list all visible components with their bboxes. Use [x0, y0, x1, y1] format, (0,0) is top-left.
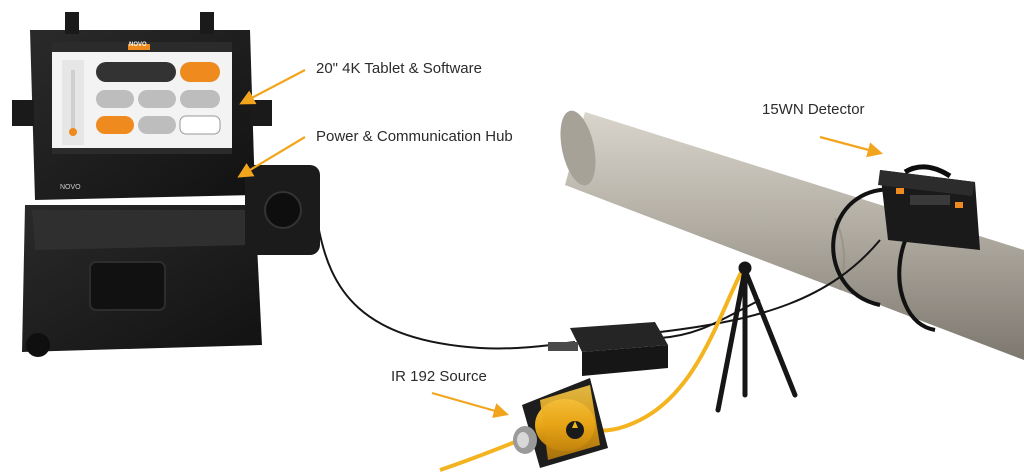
tablet-screen [52, 42, 232, 154]
hub-arrow [237, 136, 306, 178]
ir192-source [513, 378, 608, 468]
detector-arrow [819, 135, 883, 158]
black-cables [317, 224, 881, 350]
pipe [560, 110, 1024, 360]
callout-arrows [237, 69, 883, 419]
comm-box [548, 322, 668, 376]
yellow-cable [439, 264, 747, 472]
source-arrow [431, 391, 509, 419]
tablet-arrow [239, 69, 306, 105]
detector-label: 15WN Detector [762, 101, 865, 118]
hub-label: Power & Communication Hub [316, 128, 513, 145]
tripod [715, 261, 798, 413]
source-label: IR 192 Source [391, 368, 487, 385]
tablet-label: 20" 4K Tablet & Software [316, 60, 482, 77]
15wn-detector [878, 164, 980, 250]
brand-logo: NOVO [129, 42, 147, 48]
case-brand-label: NOVO [60, 184, 81, 191]
